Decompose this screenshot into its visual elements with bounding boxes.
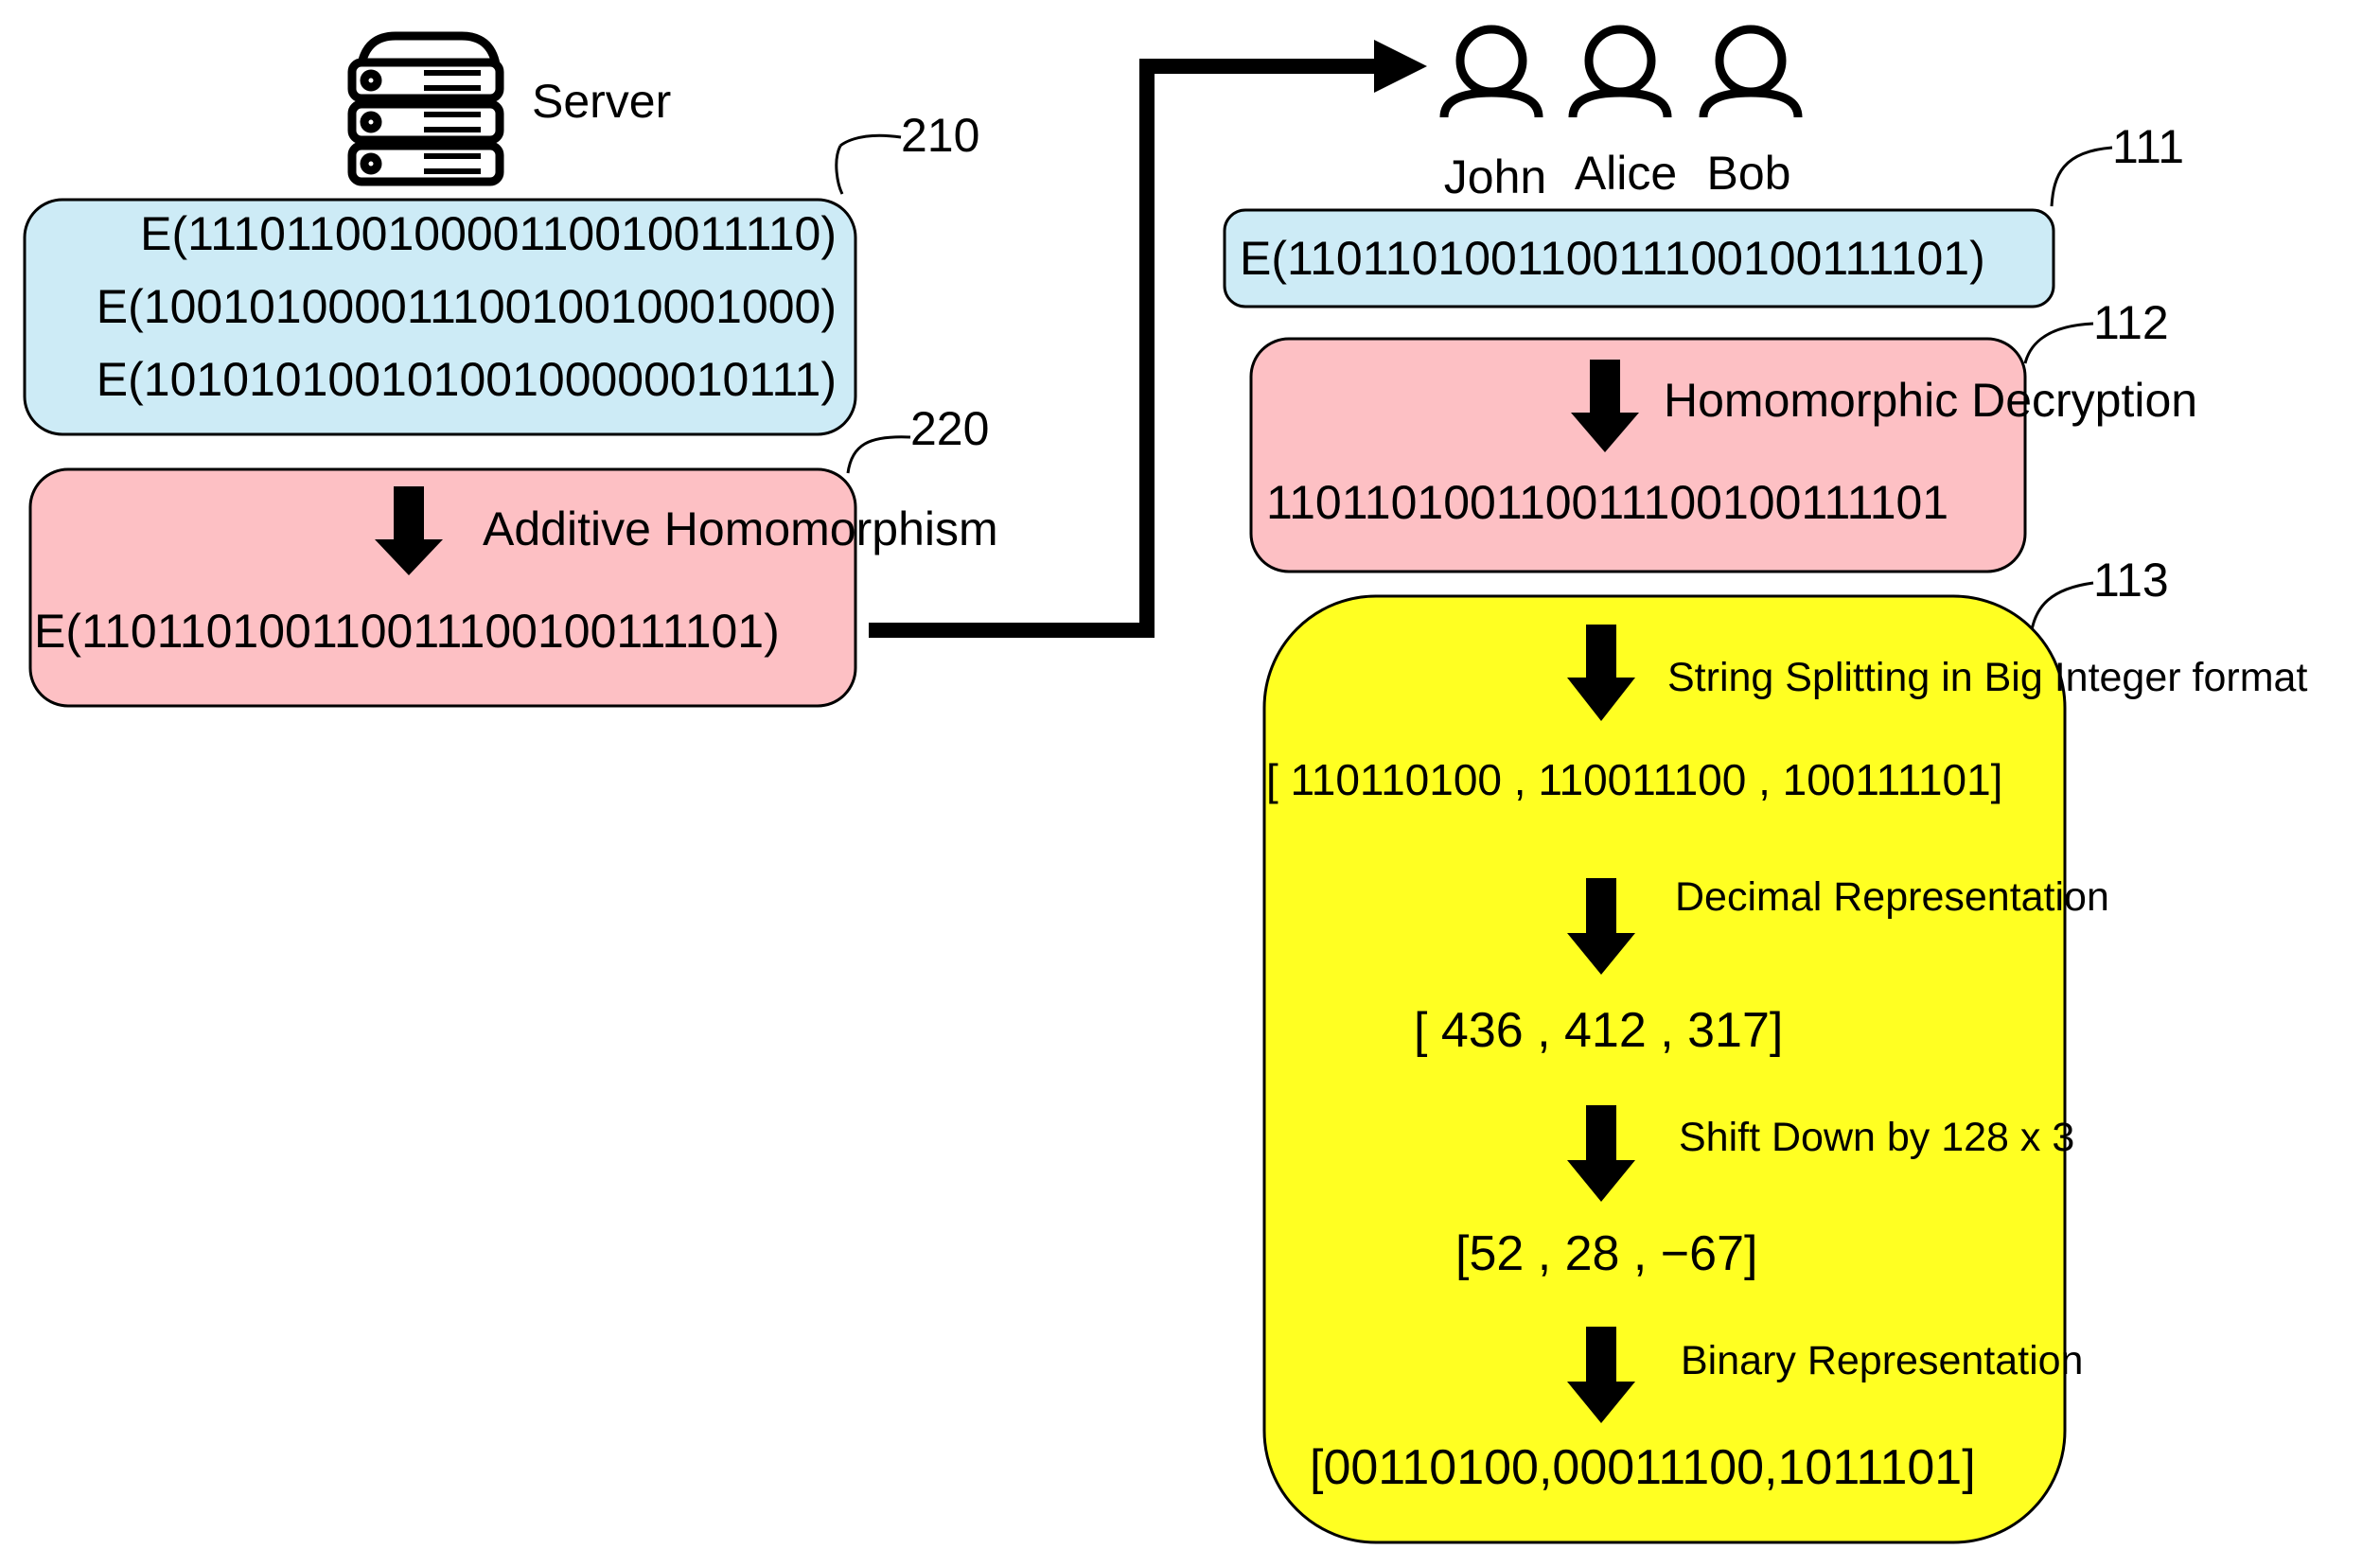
user-name-john: John: [1444, 150, 1546, 203]
ref-leader-220: [846, 435, 911, 474]
ref-leader-210: [838, 133, 902, 148]
ref-210: 210: [901, 109, 979, 162]
send-arrowhead: [1374, 40, 1427, 93]
user-bob-icon: [1699, 25, 1803, 118]
user-cipher-box: [1223, 208, 2055, 308]
ref-leader-210-tail: [835, 145, 844, 195]
encrypted-inputs-box: [23, 198, 857, 436]
step2-label: Decimal Representation: [1675, 874, 2109, 920]
user-name-alice: Alice: [1575, 147, 1677, 200]
ref-113: 113: [2093, 554, 2169, 607]
ref-leader-111: [2050, 146, 2113, 207]
ref-leader-113: [2029, 581, 2094, 637]
decryption-box: [1249, 337, 2027, 573]
user-name-bob: Bob: [1707, 147, 1791, 200]
step4-value: [00110100,00011100,1011101]: [1310, 1440, 1976, 1495]
ref-112: 112: [2093, 296, 2169, 349]
server-label: Server: [532, 75, 671, 128]
ref-leader-112: [2023, 322, 2094, 364]
encrypted-input-2: E(10010100001110010010001000): [97, 280, 837, 333]
decryption-result: 110110100110011100100111101: [1266, 476, 1948, 529]
down-arrow-icon: [1567, 1105, 1635, 1202]
step2-value: [ 436 , 412 , 317]: [1414, 1003, 1783, 1058]
step3-value: [52 , 28 , −67]: [1455, 1226, 1757, 1281]
user-cipher: E(110110100110011100100111101): [1240, 232, 1985, 285]
down-arrow-icon: [1567, 1327, 1635, 1423]
ref-220: 220: [910, 402, 989, 455]
step1-value: [ 110110100 , 110011100 , 100111101]: [1266, 755, 2002, 804]
encrypted-input-3: E(10101010010100100000010111): [97, 353, 837, 406]
server-icon: [347, 31, 504, 186]
step1-label: String Splitting in Big Integer format: [1667, 655, 2307, 700]
pipeline-box: [1262, 594, 2067, 1544]
encrypted-input-1: E(1110110010000110010011110): [140, 207, 837, 260]
down-arrow-icon: [1571, 360, 1639, 452]
additive-label: Additive Homomorphism: [483, 502, 998, 555]
user-john-icon: [1439, 25, 1543, 118]
decryption-label: Homomorphic Decryption: [1664, 374, 2197, 427]
down-arrow-icon: [375, 486, 443, 575]
ref-111: 111: [2112, 120, 2184, 173]
send-connector: [869, 59, 1382, 638]
step3-label: Shift Down by 128 x 3: [1679, 1115, 2074, 1160]
additive-result: E(110110100110011100100111101): [34, 605, 780, 658]
additive-box: [28, 467, 857, 708]
down-arrow-icon: [1567, 878, 1635, 975]
down-arrow-icon: [1567, 625, 1635, 721]
step4-label: Binary Representation: [1681, 1338, 2083, 1383]
user-alice-icon: [1568, 25, 1672, 118]
